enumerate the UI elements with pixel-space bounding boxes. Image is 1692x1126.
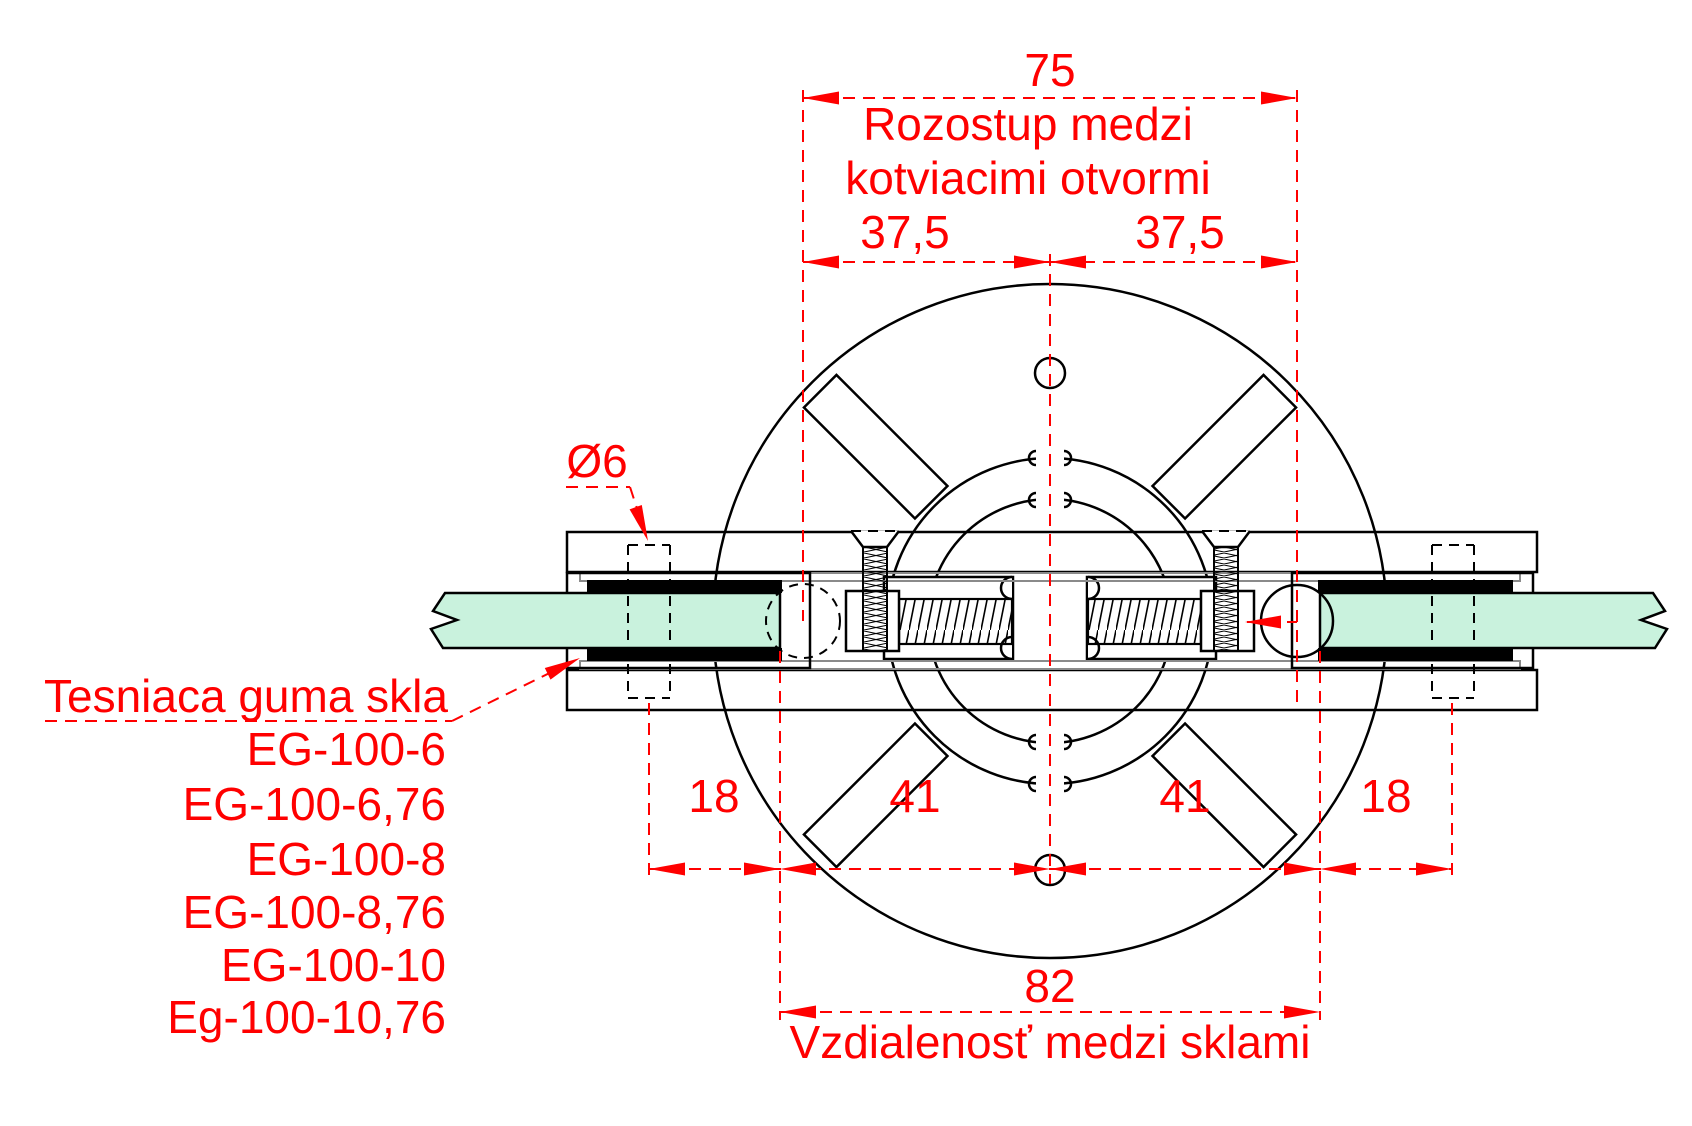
right-threaded-rod bbox=[1086, 597, 1203, 646]
gasket-model-5: EG-100-10 bbox=[221, 939, 446, 991]
dim-bottom-seg4: 18 bbox=[1360, 770, 1411, 822]
left-anchor-screw bbox=[850, 530, 900, 652]
right-anchor-screw bbox=[1201, 530, 1251, 652]
left-anchor-hole-circle bbox=[765, 583, 841, 659]
dim-top-half-right: 37,5 bbox=[1135, 206, 1225, 258]
gasket-model-3: EG-100-8 bbox=[247, 833, 446, 885]
gasket-model-4: EG-100-8,76 bbox=[183, 886, 446, 938]
rubber-gaskets bbox=[587, 580, 1513, 661]
gasket-model-2: EG-100-6,76 bbox=[183, 778, 446, 830]
gasket-label: Tesniaca guma skla bbox=[44, 670, 448, 722]
dim-bottom-seg3: 41 bbox=[1159, 770, 1210, 822]
dim-top-caption-1: Rozostup medzi bbox=[863, 98, 1193, 150]
dim-bottom-caption: Vzdialenosť medzi sklami bbox=[790, 1016, 1311, 1068]
cross-spokes bbox=[802, 373, 1298, 869]
left-threaded-rod bbox=[897, 597, 1014, 646]
dim-top-total: 75 bbox=[1024, 44, 1075, 96]
dim-bottom-seg2: 41 bbox=[889, 770, 940, 822]
dimension-lines bbox=[45, 90, 1453, 1020]
left-pin-hole bbox=[627, 544, 671, 699]
dim-bottom-total: 82 bbox=[1024, 960, 1075, 1012]
gasket-model-6: Eg-100-10,76 bbox=[167, 991, 446, 1043]
left-glass-panel bbox=[429, 591, 782, 650]
right-glass-panel bbox=[1318, 591, 1669, 650]
dim-top-caption-2: kotviacimi otvormi bbox=[845, 152, 1211, 204]
dim-bottom-seg1: 18 bbox=[688, 770, 739, 822]
hole-diameter-label: Ø6 bbox=[566, 435, 627, 487]
gasket-model-1: EG-100-6 bbox=[247, 723, 446, 775]
dim-top-half-left: 37,5 bbox=[860, 206, 950, 258]
right-pin-hole bbox=[1431, 544, 1475, 699]
